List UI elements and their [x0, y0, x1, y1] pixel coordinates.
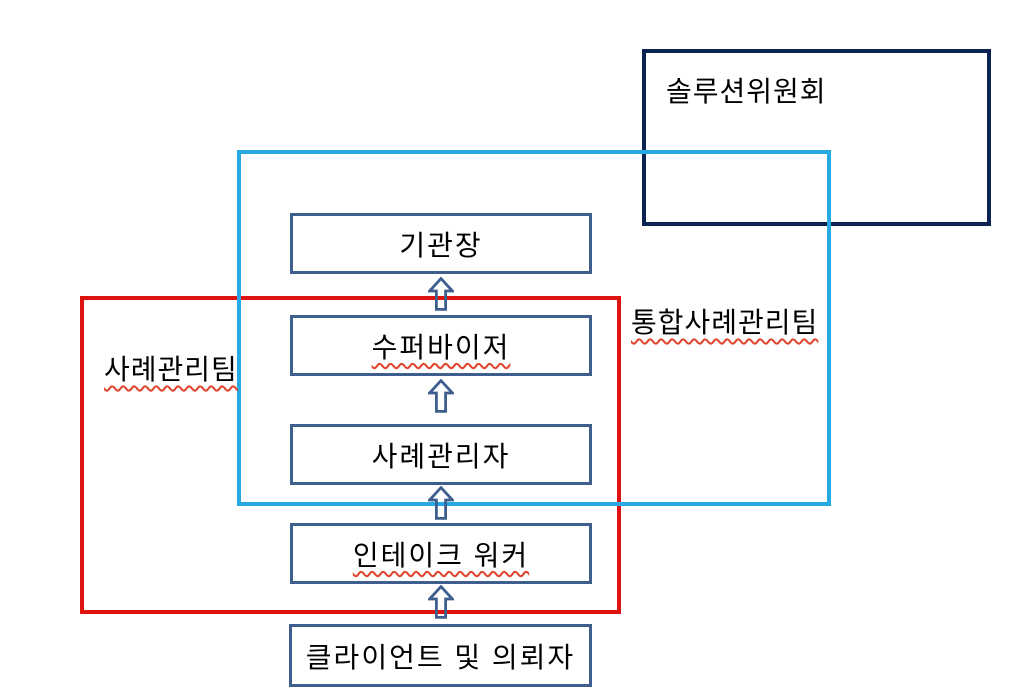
- up-arrow-icon: [428, 486, 454, 520]
- up-arrow-icon: [428, 379, 454, 413]
- node-director-label: 기관장: [399, 229, 483, 261]
- node-intake-worker-label: 인테이크 워커: [352, 539, 530, 571]
- node-client-label: 클라이언트 및 의뢰자: [305, 641, 576, 673]
- integrated-team-group-box: [237, 150, 831, 506]
- solution-committee-label: 솔루션위원회: [666, 76, 827, 107]
- case-team-label: 사례관리팀: [104, 354, 238, 385]
- up-arrow-icon: [428, 277, 454, 311]
- case-team-group-box: [80, 296, 621, 614]
- node-case-manager: 사례관리자: [290, 424, 592, 485]
- node-intake-worker: 인테이크 워커: [290, 523, 592, 584]
- integrated-team-label: 통합사례관리팀: [631, 307, 819, 338]
- node-case-manager-label: 사례관리자: [371, 440, 511, 472]
- node-client: 클라이언트 및 의뢰자: [289, 624, 592, 687]
- node-supervisor-label: 수퍼바이저: [371, 331, 511, 363]
- up-arrow-icon: [428, 585, 454, 619]
- node-supervisor: 수퍼바이저: [290, 315, 592, 376]
- solution-committee-box: 솔루션위원회: [642, 49, 991, 226]
- node-director: 기관장: [290, 213, 592, 274]
